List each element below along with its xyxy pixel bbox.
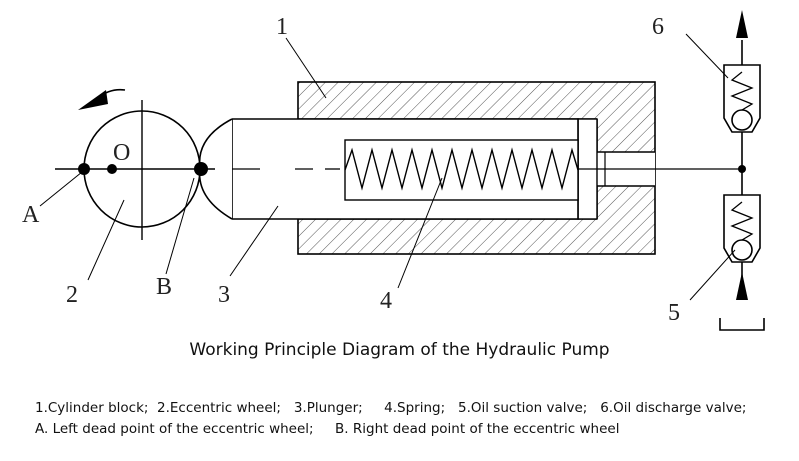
callout-1: 1 xyxy=(276,14,288,40)
oil-tank xyxy=(719,318,765,331)
junction-dot xyxy=(738,165,746,173)
spring xyxy=(344,147,579,191)
callout-2: 2 xyxy=(66,282,78,308)
leader-lines xyxy=(39,33,736,301)
callout-a: A xyxy=(22,202,40,228)
callout-6: 6 xyxy=(652,14,664,40)
left-dead-point-a xyxy=(78,163,90,175)
legend-line-1: 1.Cylinder block; 2.Eccentric wheel; 3.P… xyxy=(35,400,747,416)
callout-o: O xyxy=(113,140,130,166)
callout-b: B xyxy=(156,274,172,300)
rotation-arrow-icon xyxy=(78,88,126,110)
discharge-arrow-icon xyxy=(736,10,748,38)
oil-suction-valve xyxy=(723,194,761,263)
callout-5: 5 xyxy=(668,300,680,326)
center-point-o xyxy=(107,164,117,174)
right-dead-point-b xyxy=(194,162,208,176)
suction-arrow-icon xyxy=(736,272,748,300)
callout-4: 4 xyxy=(380,288,392,314)
callout-3: 3 xyxy=(218,282,230,308)
plunger xyxy=(198,118,579,220)
hydraulic-pump-diagram: 1 6 O A 2 B 3 4 5 xyxy=(22,10,765,331)
diagram-caption: Working Principle Diagram of the Hydraul… xyxy=(189,340,610,360)
legend-line-2: A. Left dead point of the eccentric whee… xyxy=(35,421,620,437)
oil-discharge-valve xyxy=(723,64,761,133)
